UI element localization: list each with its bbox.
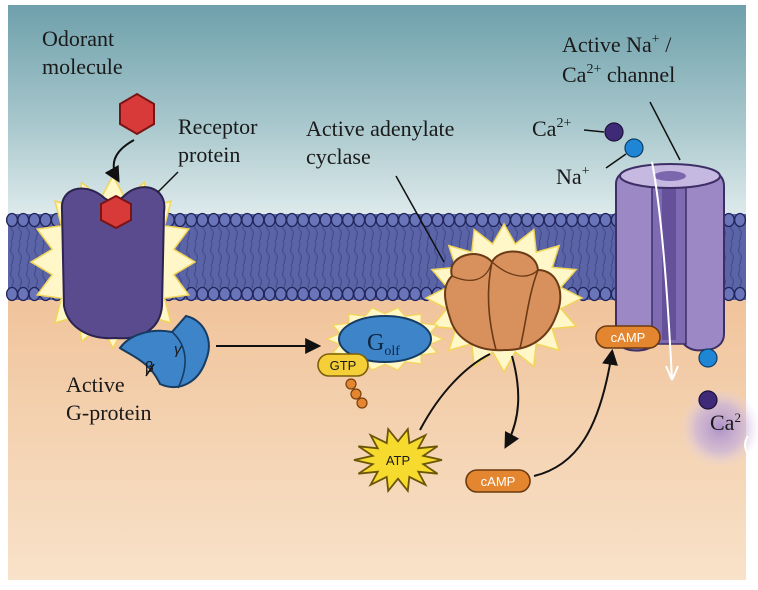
g-olf-label: Golf [367,330,400,359]
odorant-label-line2: molecule [42,54,123,79]
adenylate-label-leader [395,175,445,263]
gtp-molecule: GTP [317,353,369,409]
channel-label-line2: Ca2+ channel [562,62,675,87]
gtp-label: GTP [330,358,357,373]
receptor-label-line1: Receptor [178,114,258,139]
channel-label-line1: Active Na+ / [562,32,672,57]
adenylate-label-line2: cyclase [306,144,371,169]
gprotein-label-line2: G-protein [66,400,152,425]
camp-molecule-at-channel: cAMP [595,325,661,349]
odorant-molecule [119,92,155,136]
binding-arrow [104,139,135,183]
na-label-leader [605,153,627,169]
sodium-ion-inside [698,348,718,368]
cyclase-to-camp-arrow [504,355,520,449]
gprotein-label-line1: Active [66,372,125,397]
calcium-ion-label: Ca2+ [532,116,571,141]
gprotein-label-leader [145,363,155,377]
channel-label-leader [649,101,681,161]
adenylate-cyclase [444,250,562,352]
beta-subunit-label: β [145,359,154,376]
calcium-glow [680,388,758,468]
receptor-label-leader [157,171,179,193]
calcium-ion-inside [698,390,718,410]
adenylate-label-line1: Active adenylate [306,116,454,141]
atp-label: ATP [386,453,410,468]
ion-influx-arrow [651,161,673,381]
camp-bottom-label: cAMP [481,474,516,489]
calcium-effect-arrow [744,435,749,455]
camp-molecule-produced: cAMP [465,469,531,493]
gamma-subunit-label: γ [174,341,183,358]
calcium-inside-label: Ca2 [710,410,741,435]
bound-odorant-molecule [100,194,132,230]
na-ca-channel [615,163,725,352]
receptor-label-line2: protein [178,142,240,167]
atp-molecule: ATP [353,426,443,494]
sodium-ion-label: Na+ [556,164,590,189]
ca-label-leader [583,129,605,133]
odorant-label-line1: Odorant [42,26,114,51]
receptor-protein [60,186,166,340]
camp-channel-label: cAMP [611,330,646,345]
active-g-protein: γ β [118,314,210,389]
atp-to-cyclase-arrow [419,353,491,431]
calcium-ion-outside [604,122,624,142]
camp-to-channel-arrow [533,348,618,477]
sodium-ion-outside [624,138,644,158]
